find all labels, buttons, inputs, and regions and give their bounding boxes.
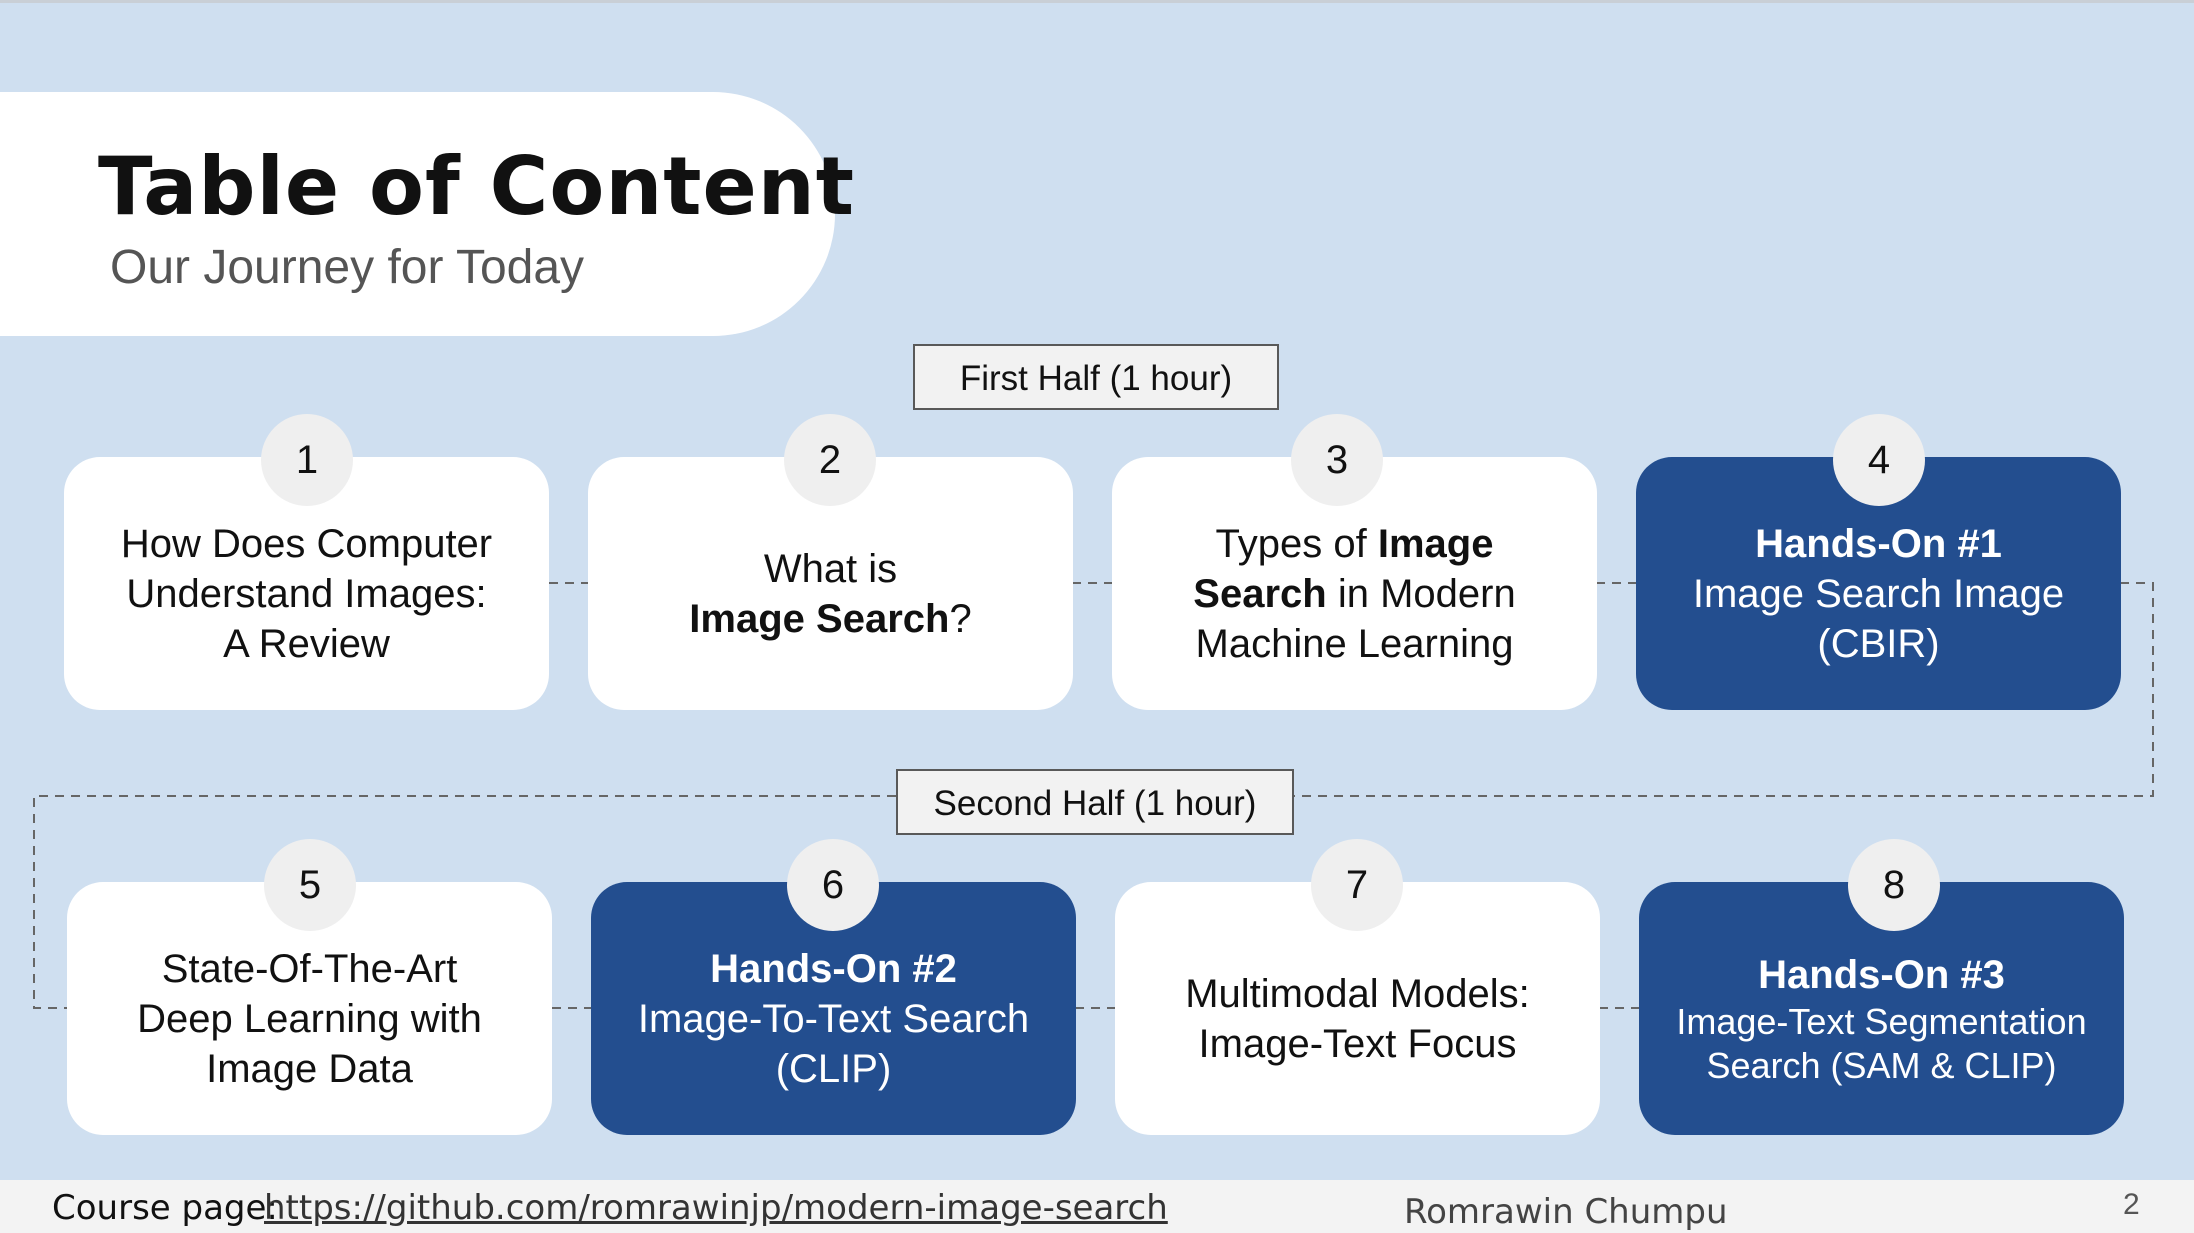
card-5-line-2: Deep Learning with (137, 996, 482, 1041)
card-8-line-2: Search (SAM & CLIP) (1706, 1044, 2057, 1086)
card-5-line-3: Image Data (206, 1046, 413, 1091)
card-4-line-1: Image Search Image (1692, 571, 2065, 616)
second-half-label: Second Half (1 hour) (896, 769, 1294, 835)
card-4-heading: Hands-On #1 (1755, 521, 2002, 566)
card-4-number: 4 (1833, 414, 1925, 506)
agenda-card-3: Types of Image Search in Modern Machine … (1112, 457, 1597, 710)
card-8-line-1: Image-Text Segmentation (1676, 1000, 2087, 1042)
card-2-suffix: ? (949, 596, 972, 641)
card-6-heading: Hands-On #2 (710, 946, 957, 991)
card-6-line-1: Image-To-Text Search (637, 996, 1030, 1041)
connector-4-down (1294, 582, 2154, 797)
card-6-number: 6 (787, 839, 879, 931)
course-page-label: Course page: (52, 1188, 278, 1228)
card-8-number: 8 (1848, 839, 1940, 931)
card-5-number: 5 (264, 839, 356, 931)
card-3-line-2: Search in Modern (1193, 569, 1515, 619)
connector-down-5 (33, 795, 896, 1009)
card-1-line-1: How Does Computer (120, 521, 493, 566)
card-2-line-1: What is (763, 546, 898, 591)
card-7-line-2: Image-Text Focus (1198, 1021, 1517, 1066)
page-number: 2 (2123, 1188, 2140, 1221)
card-6-line-2: (CLIP) (775, 1046, 892, 1091)
card-3-bold-2: Search (1193, 571, 1327, 616)
card-3-line-1: Types of Image (1216, 519, 1494, 569)
card-3-bold-1: Image (1377, 521, 1494, 566)
page-title: Table of Content (98, 140, 855, 233)
card-1-line-2: Understand Images: (126, 571, 487, 616)
card-1-number: 1 (261, 414, 353, 506)
card-4-line-2: (CBIR) (1817, 621, 1940, 666)
top-border (0, 0, 2194, 3)
card-3-prefix: Types of (1215, 521, 1378, 566)
title-panel (0, 92, 835, 336)
card-1-line-3: A Review (223, 621, 390, 666)
card-8-heading: Hands-On #3 (1758, 952, 2005, 997)
author-name: Romrawin Chumpu (1404, 1192, 1728, 1232)
agenda-card-2: What is Image Search? (588, 457, 1073, 710)
card-7-line-1: Multimodal Models: (1185, 971, 1530, 1016)
card-2-bold: Image Search (689, 596, 950, 641)
card-3-number: 3 (1291, 414, 1383, 506)
course-page-link[interactable]: https://github.com/romrawinjp/modern-ima… (264, 1188, 1168, 1228)
card-3-line-3: Machine Learning (1195, 621, 1514, 666)
page-subtitle: Our Journey for Today (110, 241, 585, 294)
card-7-number: 7 (1311, 839, 1403, 931)
agenda-card-5: State-Of-The-Art Deep Learning with Imag… (67, 882, 552, 1135)
first-half-label: First Half (1 hour) (913, 344, 1279, 410)
card-2-line-2: Image Search? (689, 594, 971, 644)
card-5-line-1: State-Of-The-Art (161, 946, 458, 991)
card-2-number: 2 (784, 414, 876, 506)
card-3-middle: in Modern (1326, 571, 1516, 616)
footer-bar (0, 1180, 2194, 1233)
